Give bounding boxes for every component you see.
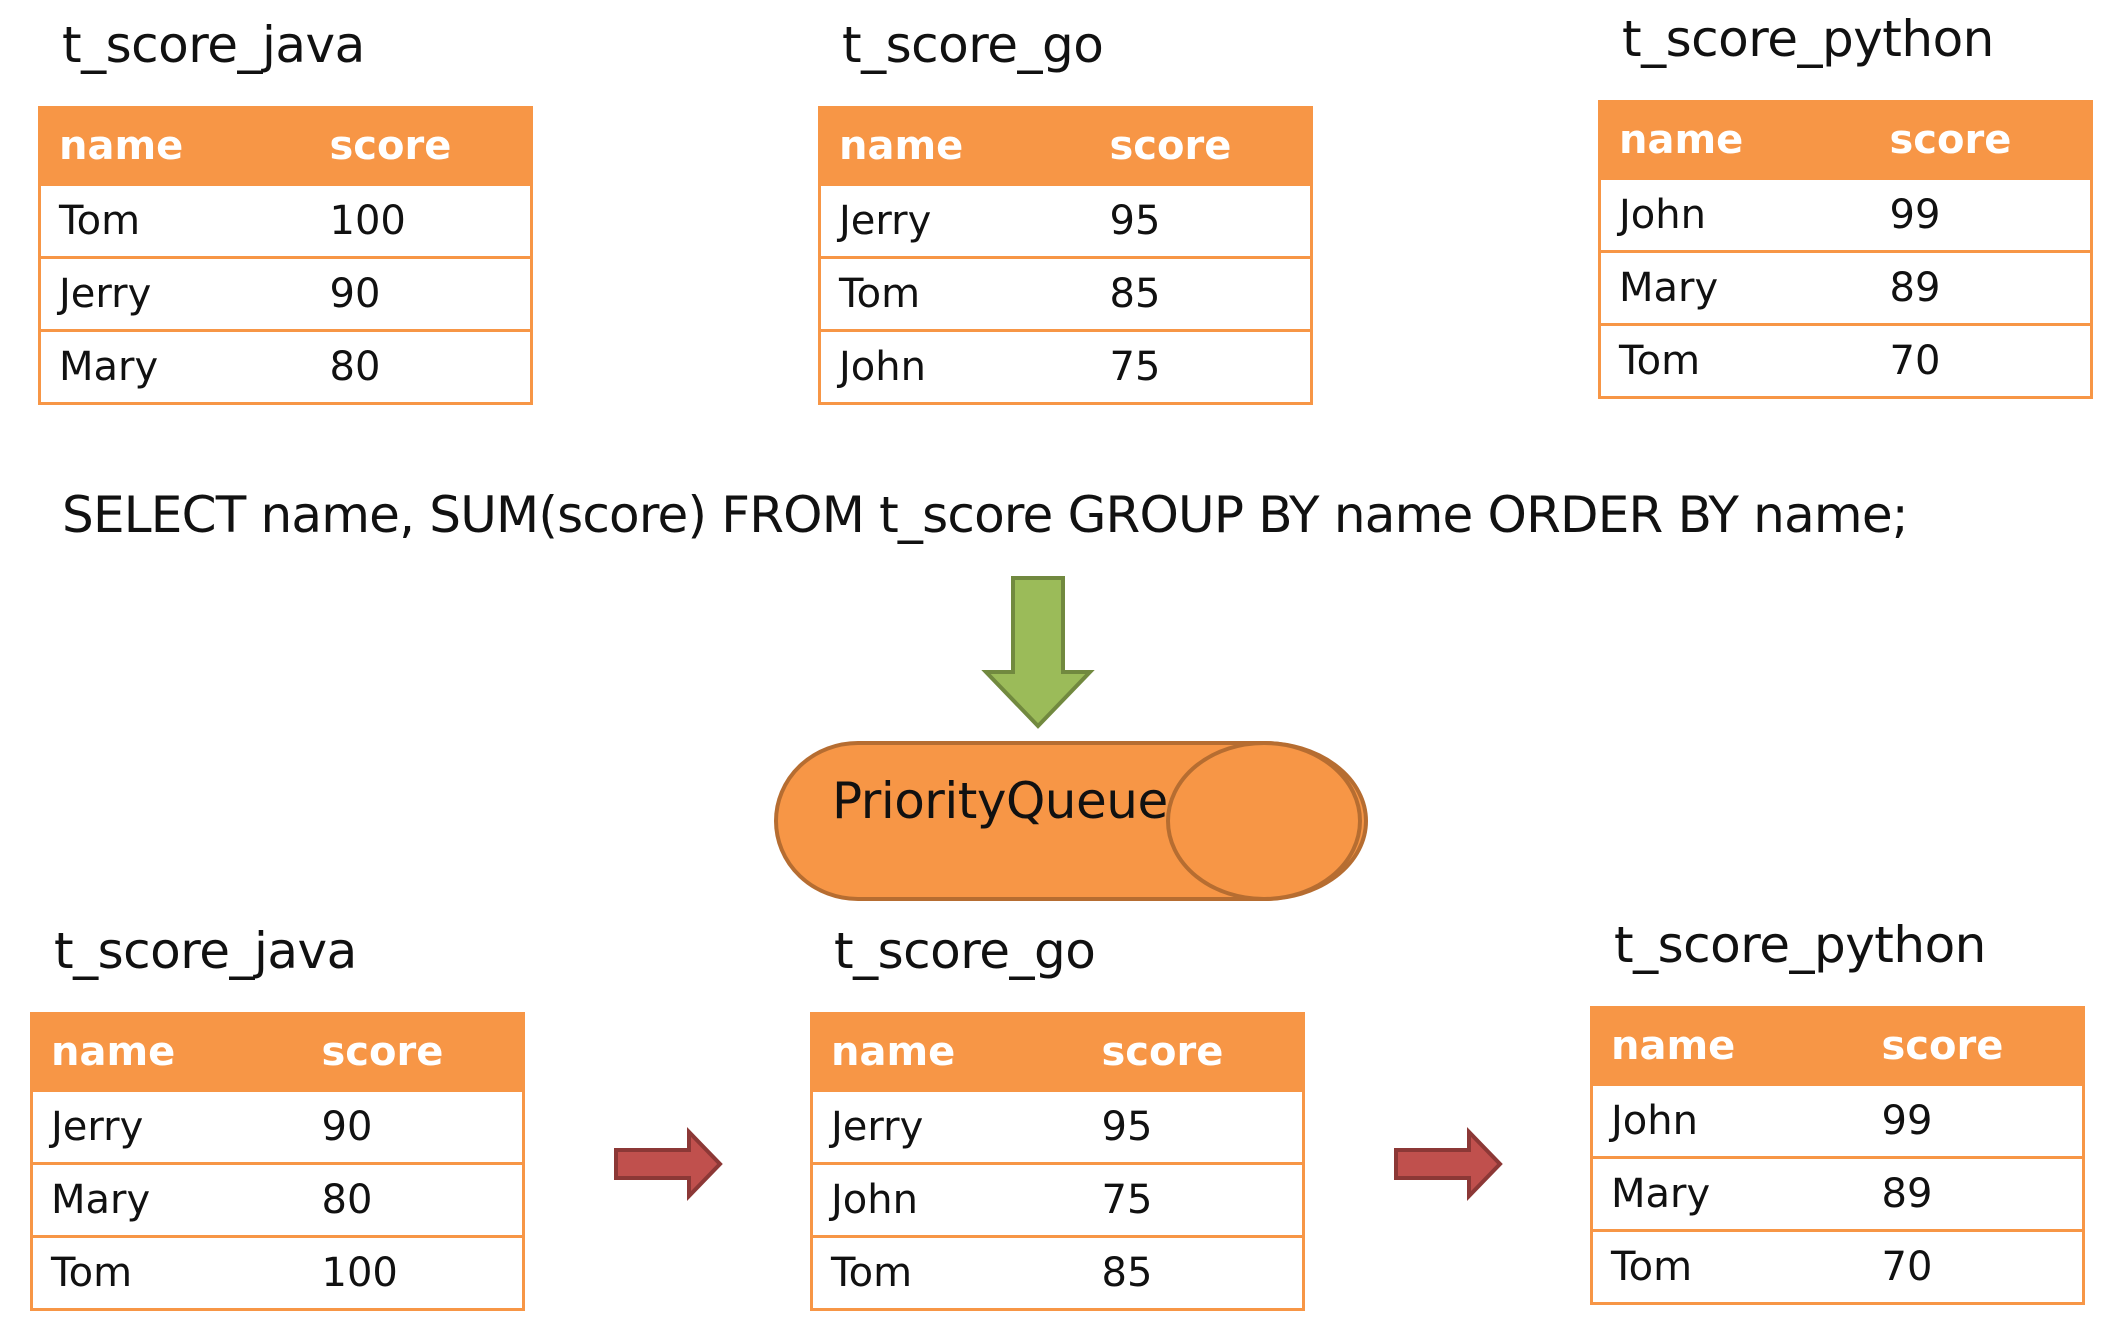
red-right-arrow-icon xyxy=(614,1127,723,1201)
table-header-row: name score xyxy=(1590,1006,2085,1085)
bottom-python-title: t_score_python xyxy=(1614,916,1986,974)
cell-score: 95 xyxy=(1083,1089,1305,1165)
cell-score: 70 xyxy=(1863,1229,2085,1305)
table-row: Mary 80 xyxy=(30,1162,525,1238)
cell-score: 99 xyxy=(1863,1083,2085,1159)
cell-name: John xyxy=(1598,177,1872,253)
column-header-name: name xyxy=(38,106,312,185)
table-row: Tom 70 xyxy=(1590,1229,2085,1305)
cell-score: 75 xyxy=(1091,329,1313,405)
table-header-row: name score xyxy=(810,1012,1305,1091)
column-header-name: name xyxy=(810,1012,1084,1091)
table-header-row: name score xyxy=(1598,100,2093,179)
table-row: Jerry 90 xyxy=(38,256,533,332)
table-row: Tom 100 xyxy=(38,183,533,259)
red-right-arrow-icon xyxy=(1394,1127,1503,1201)
cell-score: 95 xyxy=(1091,183,1313,259)
top-go-title: t_score_go xyxy=(842,16,1104,74)
cell-name: Tom xyxy=(1598,323,1872,399)
table-row: Mary 89 xyxy=(1598,250,2093,326)
table-row: John 75 xyxy=(818,329,1313,405)
table-row: John 75 xyxy=(810,1162,1305,1238)
column-header-score: score xyxy=(1091,106,1313,185)
table-row: Jerry 95 xyxy=(818,183,1313,259)
cell-name: John xyxy=(810,1162,1084,1238)
cell-score: 75 xyxy=(1083,1162,1305,1238)
table-row: Mary 89 xyxy=(1590,1156,2085,1232)
cell-name: Tom xyxy=(38,183,312,259)
table-row: Jerry 95 xyxy=(810,1089,1305,1165)
column-header-score: score xyxy=(1871,100,2093,179)
cell-score: 80 xyxy=(311,329,533,405)
cell-name: Tom xyxy=(1590,1229,1864,1305)
bottom-java-title: t_score_java xyxy=(54,922,357,980)
cell-name: Tom xyxy=(818,256,1092,332)
column-header-score: score xyxy=(311,106,533,185)
cell-name: John xyxy=(818,329,1092,405)
top-java-table: name score Tom 100 Jerry 90 Mary 80 xyxy=(38,106,533,405)
cell-name: Mary xyxy=(30,1162,304,1238)
cell-name: Mary xyxy=(1598,250,1872,326)
column-header-name: name xyxy=(30,1012,304,1091)
cell-score: 85 xyxy=(1083,1235,1305,1311)
cell-score: 90 xyxy=(311,256,533,332)
cell-name: John xyxy=(1590,1083,1864,1159)
bottom-go-table: name score Jerry 95 John 75 Tom 85 xyxy=(810,1012,1305,1311)
cell-name: Jerry xyxy=(818,183,1092,259)
column-header-name: name xyxy=(1598,100,1872,179)
cell-name: Tom xyxy=(810,1235,1084,1311)
cell-name: Tom xyxy=(30,1235,304,1311)
top-java-title: t_score_java xyxy=(62,16,365,74)
top-go-table: name score Jerry 95 Tom 85 John 75 xyxy=(818,106,1313,405)
cell-score: 89 xyxy=(1871,250,2093,326)
bottom-go-title: t_score_go xyxy=(834,922,1096,980)
table-row: Tom 100 xyxy=(30,1235,525,1311)
green-down-arrow-icon xyxy=(981,576,1095,729)
top-python-title: t_score_python xyxy=(1622,10,1994,68)
cell-name: Mary xyxy=(1590,1156,1864,1232)
cell-name: Mary xyxy=(38,329,312,405)
sql-statement: SELECT name, SUM(score) FROM t_score GRO… xyxy=(62,486,1909,544)
cell-name: Jerry xyxy=(810,1089,1084,1165)
cell-score: 80 xyxy=(303,1162,525,1238)
column-header-name: name xyxy=(1590,1006,1864,1085)
cell-score: 99 xyxy=(1871,177,2093,253)
table-header-row: name score xyxy=(30,1012,525,1091)
table-row: John 99 xyxy=(1590,1083,2085,1159)
table-header-row: name score xyxy=(818,106,1313,185)
cell-score: 100 xyxy=(303,1235,525,1311)
table-row: Tom 70 xyxy=(1598,323,2093,399)
table-row: Tom 85 xyxy=(818,256,1313,332)
cell-score: 70 xyxy=(1871,323,2093,399)
table-row: John 99 xyxy=(1598,177,2093,253)
bottom-python-table: name score John 99 Mary 89 Tom 70 xyxy=(1590,1006,2085,1305)
priority-queue-label: PriorityQueue xyxy=(832,772,1168,830)
cylinder-queue-icon xyxy=(774,741,1368,901)
column-header-score: score xyxy=(1863,1006,2085,1085)
column-header-name: name xyxy=(818,106,1092,185)
table-header-row: name score xyxy=(38,106,533,185)
cell-score: 100 xyxy=(311,183,533,259)
table-row: Mary 80 xyxy=(38,329,533,405)
queue-end-cap xyxy=(1166,741,1362,901)
cell-score: 85 xyxy=(1091,256,1313,332)
cell-score: 89 xyxy=(1863,1156,2085,1232)
cell-name: Jerry xyxy=(38,256,312,332)
table-row: Tom 85 xyxy=(810,1235,1305,1311)
column-header-score: score xyxy=(1083,1012,1305,1091)
bottom-java-table: name score Jerry 90 Mary 80 Tom 100 xyxy=(30,1012,525,1311)
cell-name: Jerry xyxy=(30,1089,304,1165)
table-row: Jerry 90 xyxy=(30,1089,525,1165)
cell-score: 90 xyxy=(303,1089,525,1165)
top-python-table: name score John 99 Mary 89 Tom 70 xyxy=(1598,100,2093,399)
column-header-score: score xyxy=(303,1012,525,1091)
